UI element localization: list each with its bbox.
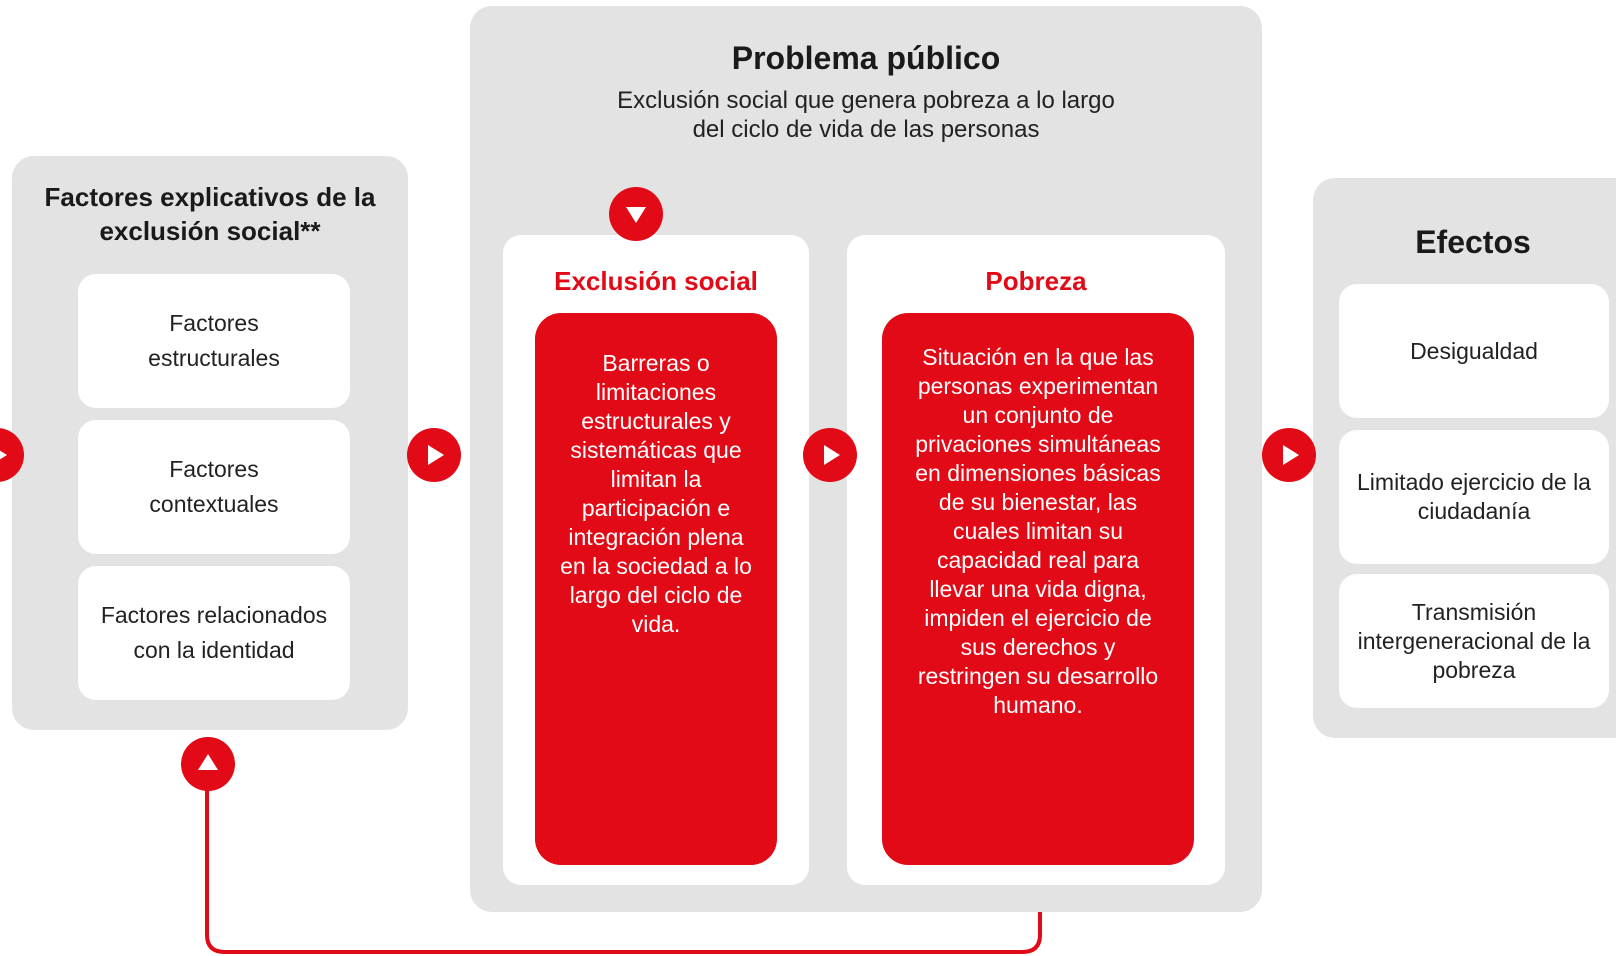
arrow-down-icon [609, 187, 663, 241]
feedback-loop-bottom [205, 770, 1042, 954]
effect-card-transmission: Transmisión intergeneracional de la pobr… [1339, 574, 1609, 708]
public-problem-subtitle-2: del ciclo de vida de las personas [692, 116, 1040, 143]
factors-title: Factores explicativos de la exclusión so… [44, 182, 376, 246]
arrow-right-icon [407, 428, 461, 482]
exclusion-title: Exclusión social [554, 266, 758, 296]
effects-title: Efectos [1415, 224, 1531, 260]
effect-card-citizenship: Limitado ejercicio de la ciudadanía [1339, 430, 1609, 564]
arrow-right-icon [803, 428, 857, 482]
pobreza-definition-text: Situación en la que las personas experim… [915, 344, 1161, 718]
factor-card-structural: Factores estructurales [78, 274, 350, 408]
pobreza-title: Pobreza [985, 266, 1087, 296]
exclusion-definition-text: Barreras o limitaciones estructurales y … [560, 350, 752, 637]
effect-card-inequality: Desigualdad [1339, 284, 1609, 418]
factor-card-identity: Factores relacionados con la identidad [78, 566, 350, 700]
arrow-right-icon [1262, 428, 1316, 482]
factor-card-contextual: Factores contextuales [78, 420, 350, 554]
public-problem-title: Problema público [731, 40, 1001, 76]
pobreza-definition-box: Situación en la que las personas experim… [882, 313, 1194, 865]
public-problem-subtitle-1: Exclusión social que genera pobreza a lo… [617, 87, 1115, 114]
arrow-up-icon [181, 737, 235, 791]
exclusion-definition-box: Barreras o limitaciones estructurales y … [535, 313, 777, 865]
